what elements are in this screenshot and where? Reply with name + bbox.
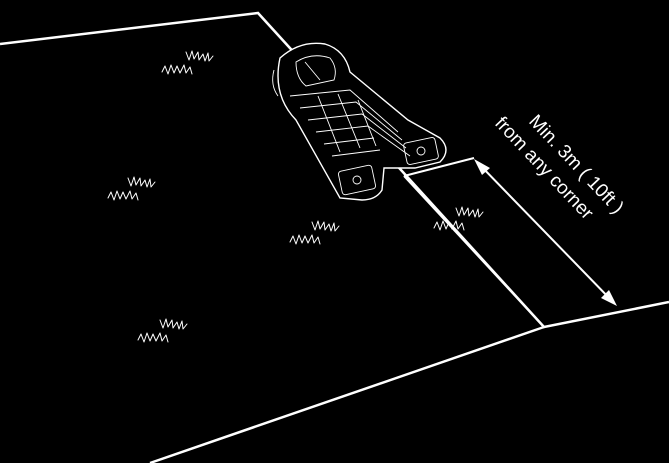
lawn-bottom-edge	[149, 325, 545, 463]
distance-annotation: Min. 3m ( 10ft ) from any corner	[490, 111, 627, 224]
dimension-arrow-top	[474, 159, 490, 175]
grass-tuft-icon	[137, 318, 188, 343]
lawn-top-edge	[0, 11, 669, 329]
grass-tuft-icon	[289, 220, 340, 245]
grass-tuft-icon	[161, 50, 214, 75]
grass-tuft-icon	[107, 176, 156, 201]
station-to-corner-line	[403, 175, 545, 328]
dimension-arrow-bottom	[601, 290, 617, 306]
dimension-extension-line	[403, 157, 475, 177]
grass-tuft-icon	[433, 206, 484, 231]
charging-station-icon	[272, 42, 447, 201]
dimension-line	[477, 162, 615, 304]
